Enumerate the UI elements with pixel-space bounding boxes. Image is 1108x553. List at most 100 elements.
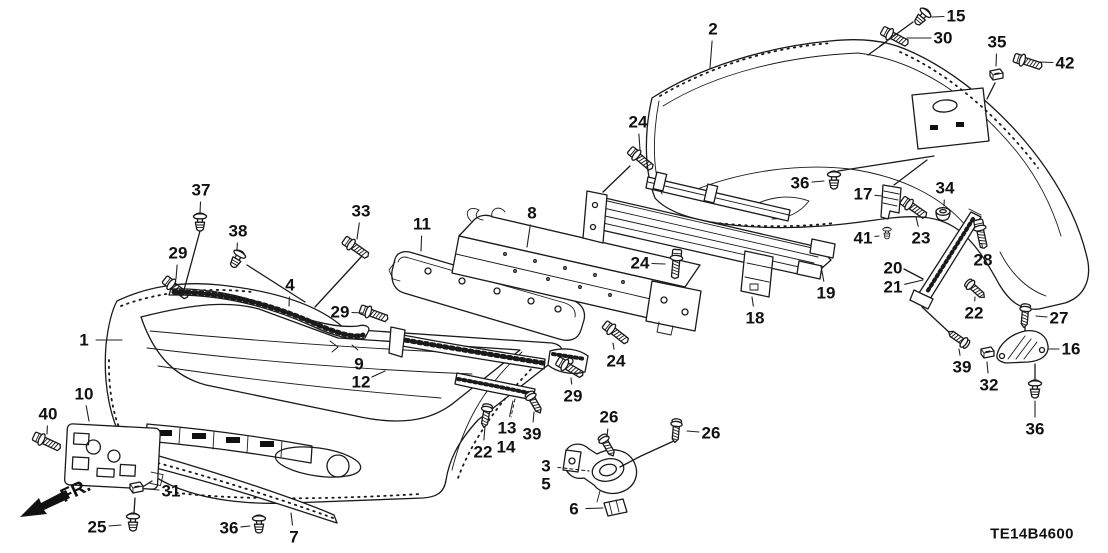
rear-corner-bracket	[996, 330, 1049, 364]
leader-line-25	[108, 524, 122, 527]
leader-line-8	[526, 224, 531, 248]
leader-line-36	[240, 525, 251, 528]
callout-39: 39	[952, 357, 972, 377]
callout-29: 29	[563, 386, 583, 406]
leader-line-33	[356, 222, 360, 240]
callout-30: 30	[933, 28, 953, 48]
leader-line-24	[651, 262, 666, 265]
leader-line-41	[874, 235, 880, 238]
leader-line-29	[570, 377, 573, 385]
leader-line-12	[371, 370, 386, 378]
leader-line-42	[1039, 61, 1054, 64]
callout-13: 13	[497, 418, 517, 438]
leader-line-26	[606, 428, 609, 438]
callout-10: 10	[74, 384, 94, 404]
callout-16: 16	[1061, 339, 1081, 359]
callout-24: 24	[606, 351, 626, 371]
callout-3: 3	[541, 456, 551, 476]
leader-line-10	[85, 405, 90, 422]
leader-line-31	[146, 488, 160, 491]
callout-2: 2	[708, 19, 718, 39]
callout-20: 20	[883, 258, 903, 278]
leader-line-15	[931, 15, 945, 18]
diagram-code: TE14B4600	[990, 525, 1074, 543]
leader-line-29	[351, 311, 364, 314]
callout-36: 36	[790, 173, 810, 193]
leader-line-27	[1035, 315, 1048, 318]
callout-6: 6	[569, 499, 579, 519]
callout-28: 28	[973, 250, 993, 270]
leader-line-36	[811, 180, 825, 183]
leader-line-23	[915, 216, 919, 227]
callout-41: 41	[853, 228, 873, 248]
callout-19: 19	[816, 283, 836, 303]
leader-lines	[46, 15, 1060, 528]
callout-27: 27	[1049, 308, 1069, 328]
fog-light-bracket	[562, 443, 638, 503]
leader-line-17	[874, 194, 883, 197]
callout-8: 8	[527, 203, 537, 223]
callout-18: 18	[745, 308, 765, 328]
leader-line-29	[175, 264, 178, 280]
leader-line-21	[904, 279, 924, 285]
front-bumper-face	[104, 283, 563, 504]
callout-38: 38	[228, 221, 248, 241]
leader-line-24	[638, 133, 641, 151]
callout-42: 42	[1055, 53, 1075, 73]
fog-bracket-clip	[603, 498, 628, 517]
callout-37: 37	[191, 180, 211, 200]
rear-side-stay	[909, 208, 982, 310]
leader-line-35	[995, 53, 998, 67]
callout-29: 29	[330, 302, 350, 322]
callout-17: 17	[853, 184, 873, 204]
license-plate-bracket	[63, 423, 164, 490]
front-bumper-beam	[451, 207, 702, 336]
callout-14: 14	[496, 437, 516, 457]
callout-40: 40	[38, 404, 58, 424]
callout-9: 9	[354, 354, 364, 374]
callout-15: 15	[946, 6, 966, 26]
callout-12: 12	[351, 372, 371, 392]
leader-line-2	[709, 40, 713, 69]
callout-25: 25	[87, 517, 107, 537]
leader-line-22	[483, 425, 486, 441]
rear-bumper-side-bracket	[880, 184, 902, 220]
leader-line-13	[509, 400, 514, 417]
leader-line-6	[585, 507, 604, 510]
callout-1: 1	[79, 330, 89, 350]
rear-beam-bracket	[740, 250, 774, 298]
callout-24: 24	[628, 112, 648, 132]
leader-line-3	[557, 466, 590, 472]
callout-22: 22	[964, 303, 984, 323]
callout-29: 29	[168, 243, 188, 263]
leader-line-26	[686, 430, 700, 433]
leader-line-32	[986, 361, 989, 374]
leader-line-7	[290, 512, 294, 526]
callout-23: 23	[911, 228, 931, 248]
leader-line-39	[532, 411, 535, 423]
front-upper-beam	[388, 251, 586, 341]
leader-line-11	[420, 235, 423, 252]
callout-34: 34	[935, 178, 955, 198]
leader-line-24	[612, 342, 615, 350]
leader-line-37	[199, 201, 202, 214]
callout-26: 26	[701, 423, 721, 443]
callout-22: 22	[473, 442, 493, 462]
leader-line-39	[958, 348, 961, 356]
leader-line-19	[820, 265, 825, 282]
callout-5: 5	[541, 474, 551, 494]
callout-39: 39	[522, 424, 542, 444]
callout-36: 36	[1025, 419, 1045, 439]
callout-33: 33	[351, 201, 371, 221]
callout-35: 35	[987, 32, 1007, 52]
callout-11: 11	[413, 214, 431, 234]
callout-32: 32	[979, 375, 999, 395]
callout-31: 31	[161, 481, 181, 501]
front-upper-garnish	[168, 288, 370, 353]
leader-line-18	[751, 296, 754, 307]
callout-26: 26	[599, 407, 619, 427]
callout-21: 21	[883, 277, 903, 297]
